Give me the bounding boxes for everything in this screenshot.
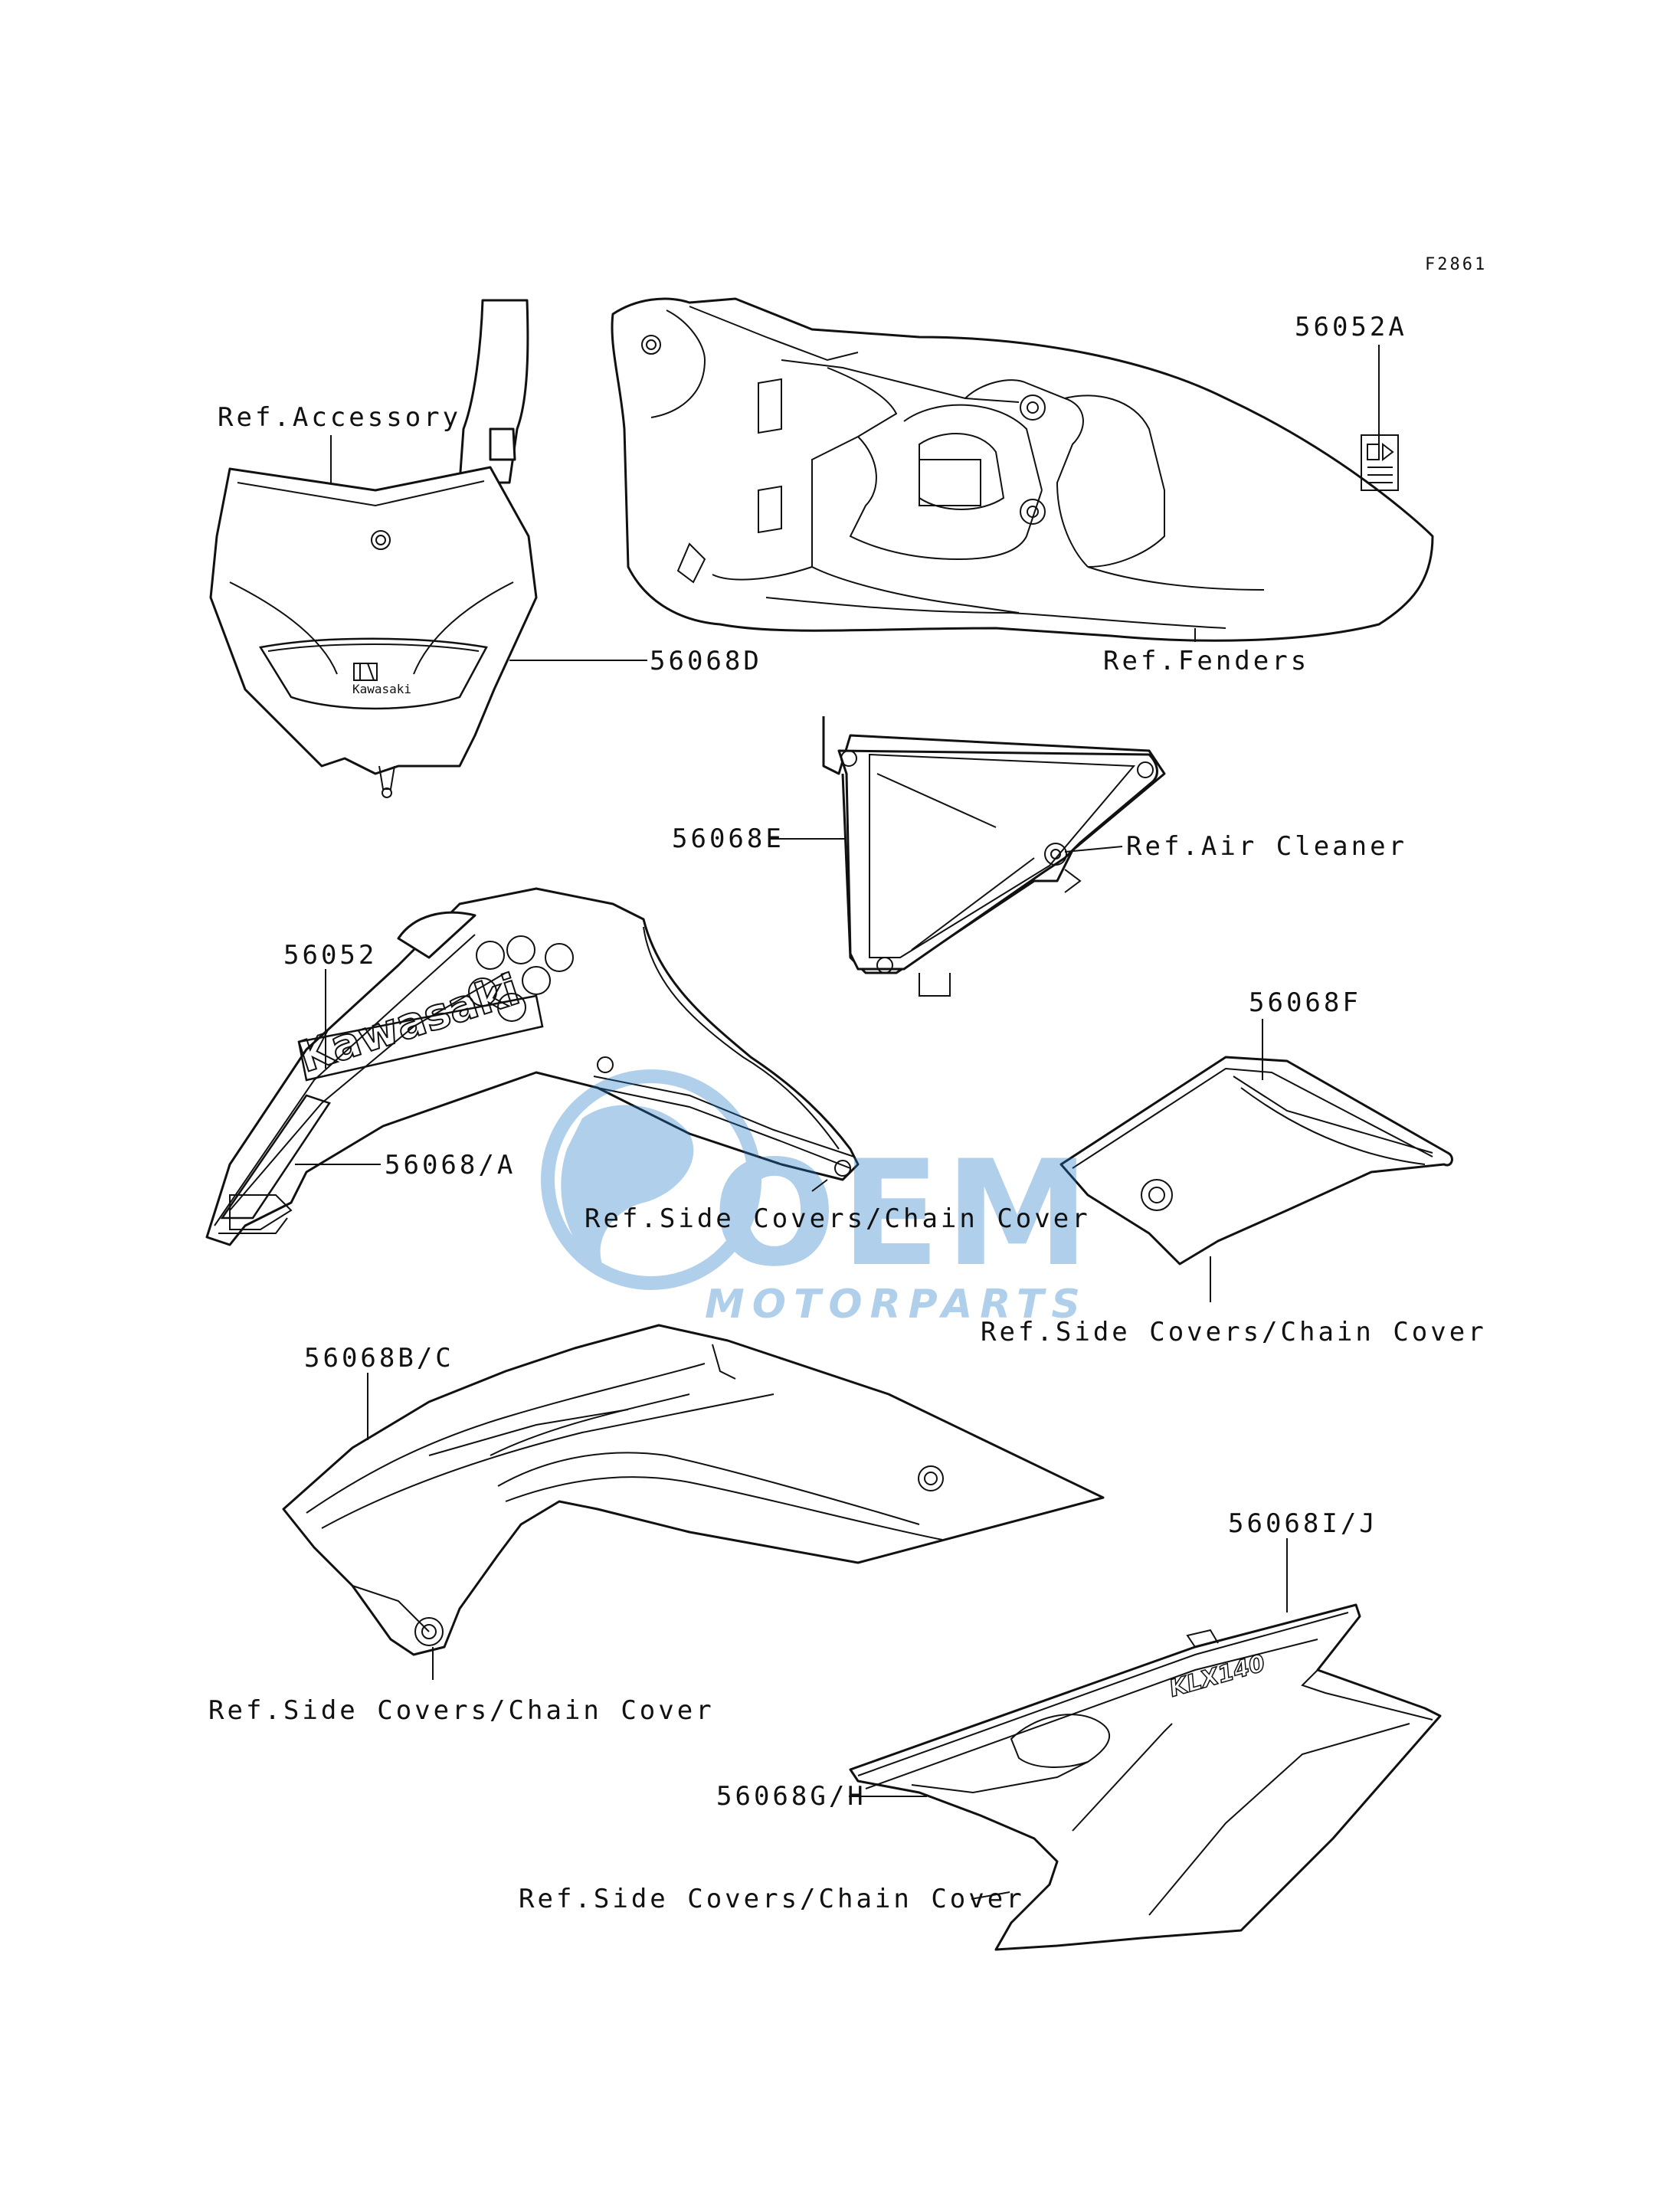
- rear-fender: [611, 297, 1434, 642]
- side-cover-56068GHIJ: KLX140: [849, 1603, 1442, 1951]
- watermark-brand: OEM: [712, 1129, 1094, 1298]
- label-ref-accessory: Ref.Accessory: [218, 402, 461, 433]
- side-cover-56068F: [1059, 1056, 1453, 1265]
- label-ref-side-covers-2: Ref.Side Covers/Chain Cover: [981, 1317, 1487, 1347]
- label-56068IJ: 56068I/J: [1228, 1508, 1378, 1539]
- front-number-plate: Kawasaki: [209, 299, 538, 798]
- side-cover-56068BC: [282, 1324, 1105, 1656]
- label-56068E: 56068E: [672, 823, 784, 854]
- label-ref-air-cleaner: Ref.Air Cleaner: [1126, 831, 1407, 862]
- figure-code: F2861: [1425, 255, 1487, 274]
- front-plate-logo-text: Kawasaki: [352, 682, 411, 696]
- label-56068BC: 56068B/C: [304, 1343, 454, 1374]
- label-56068A: 56068/A: [385, 1150, 516, 1180]
- label-ref-side-covers-4: Ref.Side Covers/Chain Cover: [519, 1884, 1025, 1914]
- callout-labels: 56052A Ref.Accessory 56068D Ref.Fenders …: [208, 312, 1487, 1914]
- label-ref-side-covers-3: Ref.Side Covers/Chain Cover: [208, 1695, 715, 1726]
- label-ref-side-covers-1: Ref.Side Covers/Chain Cover: [585, 1203, 1091, 1234]
- label-56052A: 56052A: [1295, 312, 1407, 342]
- label-56068GH: 56068G/H: [716, 1781, 866, 1812]
- air-cleaner-cover: [822, 716, 1166, 997]
- label-ref-fenders: Ref.Fenders: [1103, 646, 1309, 676]
- label-56068F: 56068F: [1249, 987, 1361, 1018]
- label-56052: 56052: [283, 940, 377, 971]
- label-56068D: 56068D: [650, 646, 762, 676]
- oem-motorparts-watermark: OEM MOTORPARTS: [541, 1069, 1094, 1328]
- leader-lines: [295, 345, 1380, 1900]
- watermark-sub: MOTORPARTS: [705, 1282, 1088, 1328]
